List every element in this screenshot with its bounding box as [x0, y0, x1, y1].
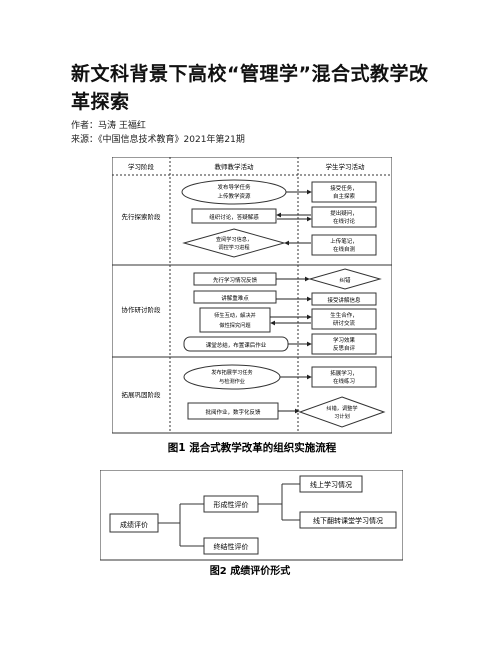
s7-line2: 反思自评: [333, 344, 356, 352]
s3-line1: 上传笔记，: [330, 237, 358, 245]
stage-1: 先行探索阶段: [122, 212, 162, 221]
s7-line1: 学习效果: [333, 336, 356, 344]
t1-line2: 上传教学资源: [217, 192, 251, 200]
s8-box: [311, 366, 377, 388]
t3-diamond: [182, 228, 286, 258]
s4-diamond: [308, 268, 382, 290]
t4-text: 先行学习情况反馈: [213, 276, 258, 284]
t7-text: 课堂总结，布置课后作业: [206, 341, 267, 349]
branch-summative-text: 终结性评价: [214, 542, 249, 551]
t8-line2: 与检测作业: [219, 377, 245, 385]
figure-1-flowchart: 学习阶段 教师教学活动 学生学习活动 先行探索阶段 协作研讨阶段 拓展巩固阶段 …: [112, 157, 392, 454]
s5-box: [311, 292, 377, 306]
branch-summative-box: [203, 537, 259, 555]
t1-ellipse: [181, 179, 287, 205]
s3-line2: 在线自测: [333, 245, 356, 253]
figure-2-diagram: 成绩评价 形成性评价 终结性评价 线上学习情况 线下翻转课堂学习情况 图2 成绩…: [100, 470, 403, 577]
t1-line1: 发布导学任务: [217, 183, 251, 191]
s5-text: 接受讲解信息: [327, 296, 361, 304]
s2-line2: 在线讨论: [333, 217, 356, 225]
s1-line2: 自主探索: [333, 192, 356, 200]
header-stage: 学习阶段: [128, 162, 155, 171]
s9-line2: 习计划: [334, 412, 350, 420]
t5-text: 讲解重难点: [221, 294, 249, 302]
t5-box: [193, 290, 277, 304]
figure-1-caption: 图1 混合式教学改革的组织实施流程: [168, 441, 337, 454]
t6-line1: 师生互动，解决并: [214, 311, 256, 319]
leaf-offline-text: 线下翻转课堂学习情况: [313, 516, 383, 525]
t3-line1: 查阅学习信息，: [216, 235, 252, 243]
s1-box: [311, 181, 377, 203]
s6-line2: 研讨交流: [333, 319, 356, 327]
s8-line2: 在线练习: [333, 377, 355, 385]
s8-line1: 拓展学习，: [330, 369, 358, 377]
leaf-offline-box: [299, 511, 397, 529]
t2-text: 组织讨论，答疑解惑: [209, 213, 259, 221]
article-title: 新文科背景下高校“管理学”混合式教学改革探索: [71, 63, 429, 113]
root-text: 成绩评价: [120, 520, 148, 529]
leaf-online-box: [299, 475, 363, 493]
branch-formative-text: 形成性评价: [214, 500, 249, 509]
header-teacher: 教师教学活动: [215, 162, 255, 171]
t2-box: [191, 208, 277, 224]
s9-line1: 纠错，调整学: [326, 404, 357, 412]
source: 《中国信息技术教育》2021年第21期: [98, 135, 245, 145]
t3-line2: 调控学习进程: [218, 243, 249, 251]
s7-box: [311, 333, 377, 355]
s2-line1: 提出疑问，: [330, 209, 358, 217]
t8-ellipse: [183, 364, 281, 390]
source-line: 来源：《中国信息技术教育》2021年第21期: [71, 132, 245, 145]
t8-line1: 发布拓展学习任务: [211, 368, 253, 376]
t6-box: [199, 307, 271, 333]
t9-text: 批阅作业，数字化反馈: [205, 408, 261, 416]
leaf-online-text: 线上学习情况: [310, 480, 352, 489]
s1-line1: 接受任务，: [330, 184, 358, 192]
s3-box: [311, 234, 377, 256]
s9-diamond: [298, 396, 386, 428]
s2-box: [311, 206, 377, 228]
source-label: 来源：: [71, 135, 99, 145]
s6-line1: 生生合作，: [330, 311, 358, 319]
author-label: 作者：: [71, 121, 99, 131]
s6-box: [311, 308, 377, 330]
t6-line2: 做性探究问题: [219, 321, 250, 329]
figure-2-caption: 图2 成绩评价形式: [210, 564, 290, 577]
author-line: 作者：马涛 王福红: [71, 118, 146, 131]
stage-2: 协作研讨阶段: [122, 305, 162, 314]
stage-3: 拓展巩固阶段: [122, 390, 162, 399]
s4-text: 纠错: [339, 276, 351, 284]
header-student: 学生学习活动: [326, 162, 366, 171]
authors: 马涛 王福红: [98, 121, 146, 131]
